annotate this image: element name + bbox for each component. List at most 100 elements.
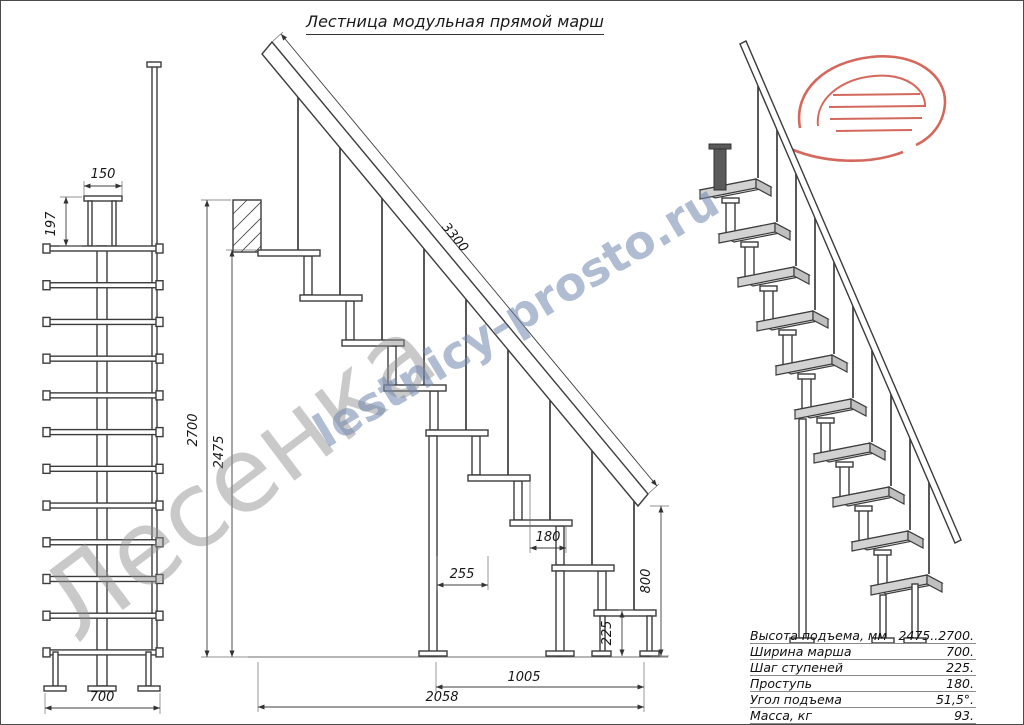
column-segment bbox=[858, 506, 869, 544]
spec-table: Высота подъема, мм 2475..2700. Ширина ма… bbox=[750, 628, 976, 724]
column-collar bbox=[797, 373, 816, 380]
tread bbox=[467, 474, 531, 482]
dim-label-700: 700 bbox=[90, 690, 115, 705]
front-step-endcap bbox=[42, 316, 51, 328]
front-step-endcap bbox=[155, 316, 164, 328]
front-step-bar bbox=[45, 539, 161, 546]
front-view bbox=[42, 61, 164, 692]
spec-row-tread: Проступь 180. bbox=[750, 676, 976, 692]
spec-row-step: Шаг ступеней 225. bbox=[750, 660, 976, 676]
spec-value: 93. bbox=[954, 708, 974, 723]
wall-bracket-plate bbox=[83, 195, 123, 202]
front-step-endcap bbox=[42, 463, 51, 475]
front-steps bbox=[42, 243, 164, 658]
spec-label: Проступь bbox=[750, 676, 813, 691]
side-view bbox=[232, 40, 668, 658]
column-segment bbox=[820, 418, 831, 456]
spec-value: 180. bbox=[946, 676, 974, 691]
logo-swoosh-icon bbox=[790, 55, 947, 163]
front-leg bbox=[145, 651, 152, 687]
front-step-endcap bbox=[155, 280, 164, 291]
support-post-3d bbox=[798, 418, 807, 639]
spec-row-height: Высота подъема, мм 2475..2700. bbox=[750, 628, 976, 644]
tread-side bbox=[869, 442, 886, 461]
front-step-endcap bbox=[155, 353, 164, 364]
spec-value: 700. bbox=[946, 644, 974, 659]
front-step-endcap bbox=[42, 500, 51, 511]
tread bbox=[257, 249, 321, 257]
tread bbox=[341, 339, 405, 347]
front-step-endcap bbox=[155, 500, 164, 511]
foot-plate bbox=[418, 650, 448, 657]
dim-label-2700: 2700 bbox=[186, 413, 201, 446]
support-post bbox=[555, 570, 565, 657]
column-collar bbox=[835, 461, 854, 468]
spec-value: 225. bbox=[946, 660, 974, 675]
support-post bbox=[428, 435, 438, 657]
wall-bracket-arm bbox=[111, 200, 117, 247]
wall-bracket-3d bbox=[713, 148, 727, 191]
front-step-bar bbox=[45, 649, 161, 656]
spec-value: 51,5°. bbox=[935, 692, 974, 707]
front-step-bar bbox=[45, 282, 161, 289]
front-leg bbox=[52, 651, 59, 687]
tread bbox=[593, 609, 657, 617]
column-collar bbox=[873, 549, 892, 556]
tread-side bbox=[850, 398, 867, 417]
front-step-bar bbox=[45, 502, 161, 509]
dim-label-150: 150 bbox=[91, 167, 116, 182]
front-step-bar bbox=[45, 428, 161, 436]
column-segment bbox=[744, 242, 755, 280]
spec-row-angle: Угол подъема 51,5°. bbox=[750, 692, 976, 708]
spec-row-width: Ширина марша 700. bbox=[750, 644, 976, 660]
module-connector bbox=[303, 255, 313, 296]
front-step-endcap bbox=[155, 463, 164, 475]
tread bbox=[299, 294, 363, 302]
column-segment bbox=[801, 374, 812, 412]
module-connector bbox=[429, 390, 439, 431]
tread bbox=[425, 429, 489, 437]
dim-label-2475: 2475 bbox=[212, 435, 227, 468]
front-step-endcap bbox=[42, 610, 51, 621]
spec-label: Угол подъема bbox=[750, 692, 842, 707]
tread-side bbox=[831, 354, 848, 373]
front-step-bar bbox=[45, 245, 161, 252]
front-step-bar bbox=[45, 612, 161, 619]
module-connector bbox=[513, 480, 523, 521]
iso-view bbox=[698, 40, 962, 644]
dim-label-180: 180 bbox=[536, 530, 561, 545]
foot-plate bbox=[591, 650, 612, 657]
dim-label-2058: 2058 bbox=[425, 690, 458, 705]
front-step-endcap bbox=[42, 390, 51, 401]
handrail-post-cap bbox=[146, 61, 162, 68]
spec-value: 2475..2700. bbox=[898, 628, 974, 643]
tread-side bbox=[755, 178, 772, 197]
spec-label: Высота подъема, мм bbox=[750, 628, 887, 643]
front-step-endcap bbox=[42, 647, 51, 658]
handrail-3d bbox=[739, 40, 962, 544]
dim-label-800: 800 bbox=[639, 569, 654, 594]
column-collar bbox=[759, 285, 778, 292]
tread bbox=[509, 519, 573, 527]
dim-label-197: 197 bbox=[44, 211, 59, 237]
foot-plate bbox=[87, 685, 117, 692]
front-step-endcap bbox=[155, 243, 164, 254]
column-collar bbox=[778, 329, 797, 336]
side-balusters bbox=[297, 97, 635, 610]
spec-row-mass: Масса, кг 93. bbox=[750, 708, 976, 724]
front-step-endcap bbox=[42, 426, 51, 438]
tread-side bbox=[926, 574, 943, 593]
column-collar bbox=[721, 197, 740, 204]
dim-label-1005: 1005 bbox=[507, 670, 540, 685]
module-connector bbox=[597, 570, 607, 611]
front-step-endcap bbox=[155, 647, 164, 658]
column-segment bbox=[763, 286, 774, 324]
tread-side bbox=[774, 222, 791, 241]
tread bbox=[551, 564, 615, 572]
tread-side bbox=[907, 530, 924, 549]
front-step-endcap bbox=[42, 353, 51, 364]
dim-label-225: 225 bbox=[600, 621, 615, 646]
front-step-endcap bbox=[155, 537, 164, 548]
front-step-endcap bbox=[155, 426, 164, 438]
